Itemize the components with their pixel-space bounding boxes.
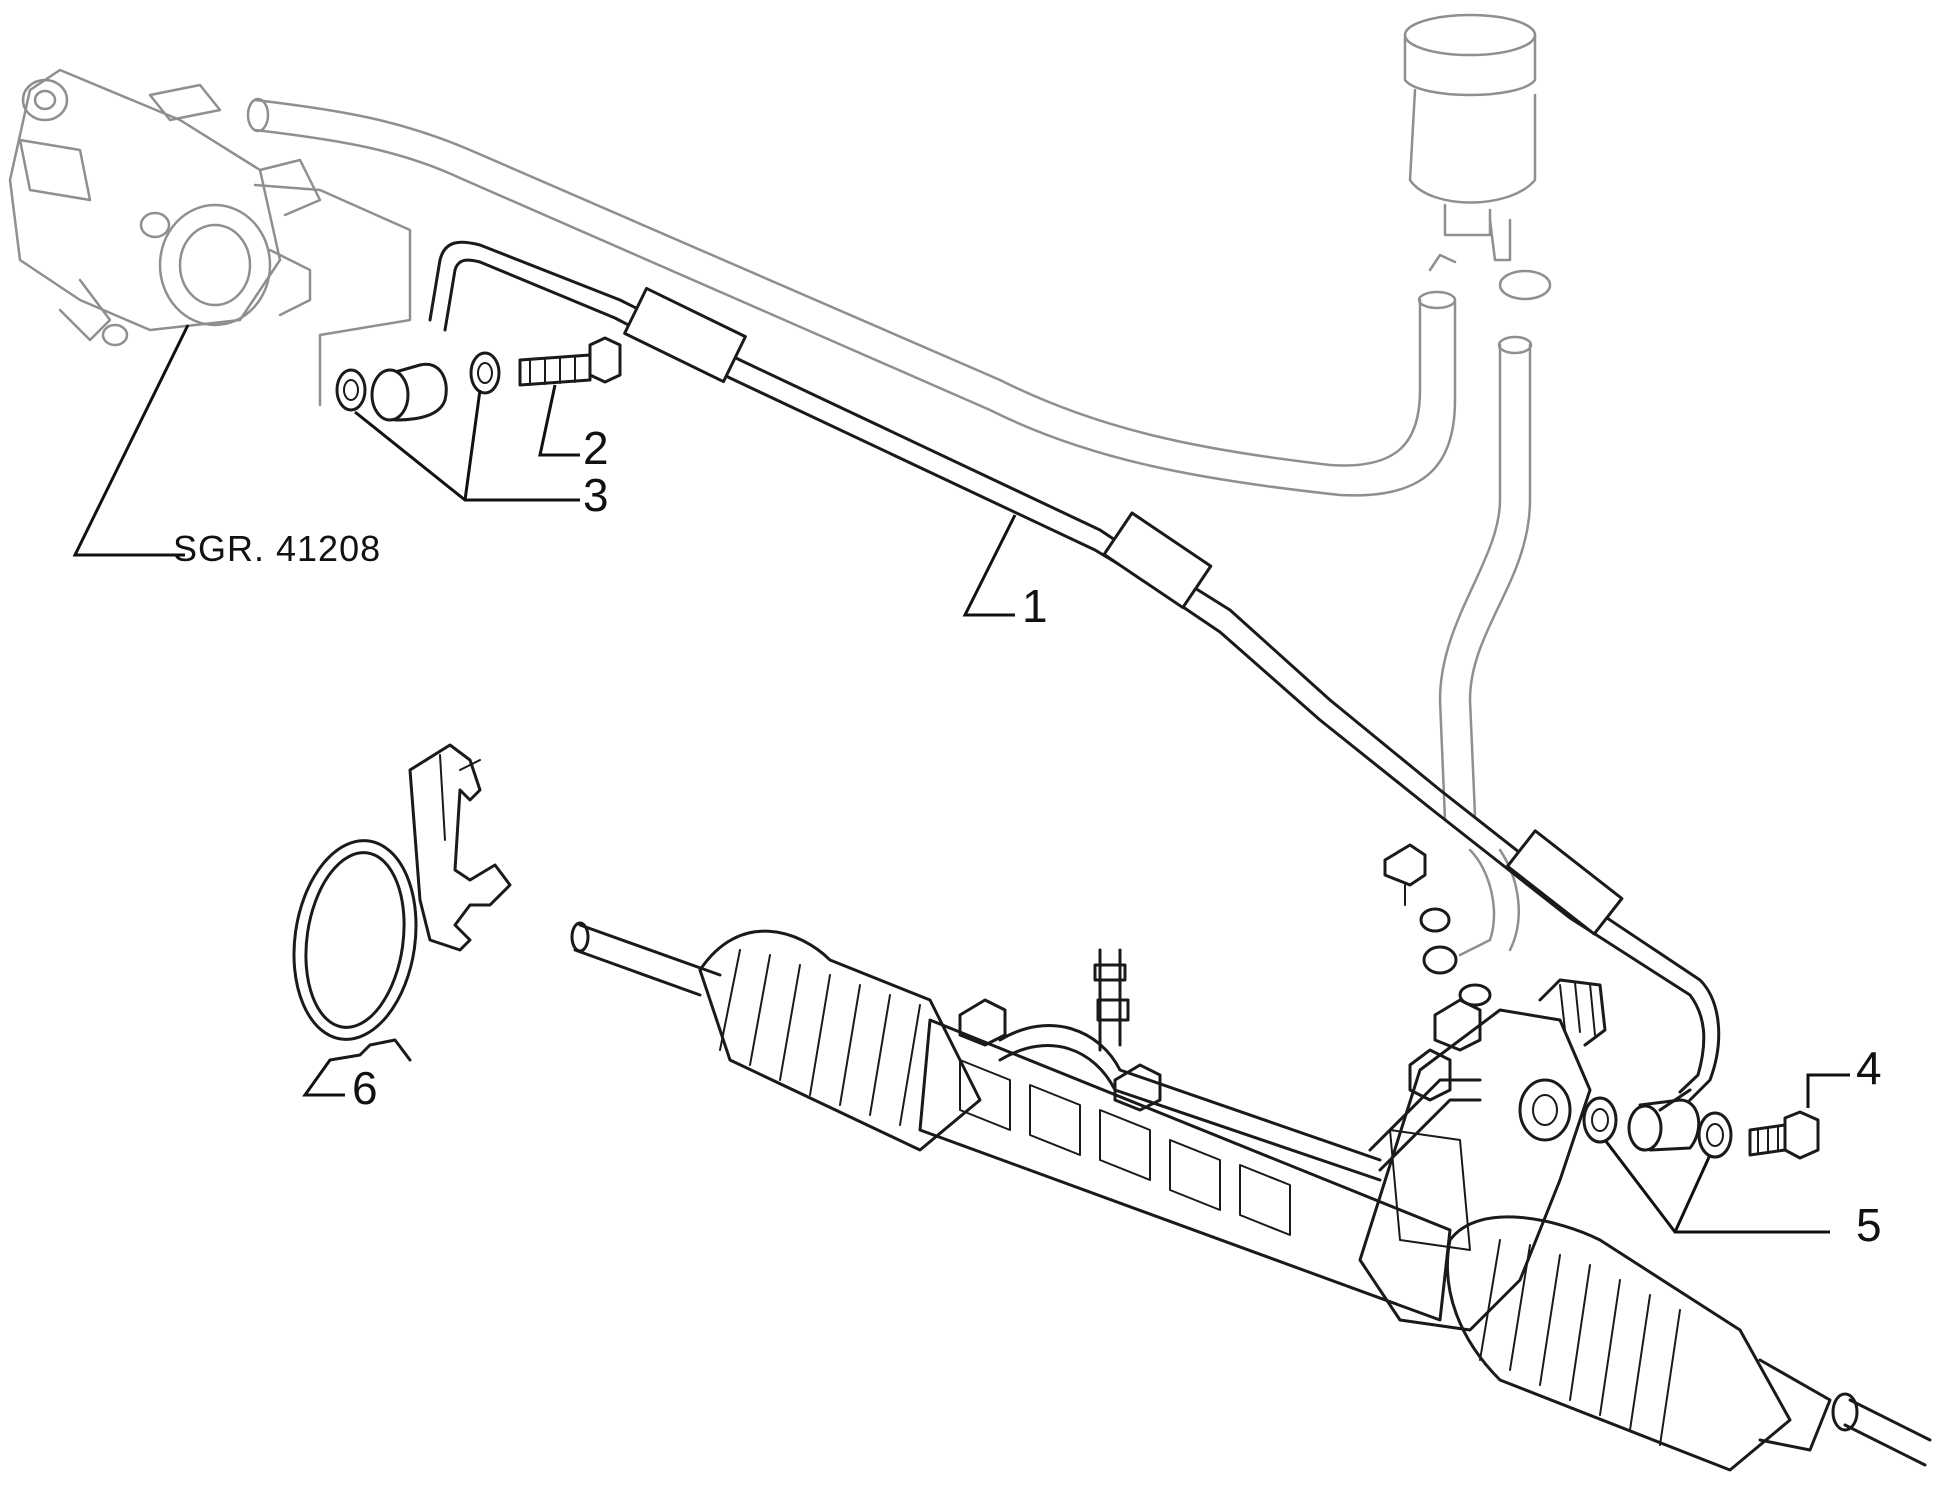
leader-1 [962,514,1017,617]
callout-6: 6 [352,1062,378,1114]
leader-6 [302,1059,345,1097]
leader-5 [1603,1139,1830,1234]
leader-sgr [72,324,190,557]
leader-lines [72,324,1850,1234]
leader-3 [354,389,580,502]
pump-banjo-fitting [253,183,622,422]
leader-4 [1806,1073,1850,1108]
supply-hose [1438,335,1533,957]
fluid-reservoir [1403,13,1552,301]
pressure-line [428,240,1721,1112]
leader-2 [538,384,580,457]
rack-banjo-fitting [1582,1096,1820,1160]
return-hose [246,97,1457,497]
reference-sgr-label: SGR. 41208 [173,528,382,569]
callout-5: 5 [1856,1199,1882,1251]
callout-1: 1 [1022,580,1048,632]
power-steering-pump [8,68,322,347]
steering-rack [570,843,1932,1472]
callout-2: 2 [583,422,609,474]
callout-3: 3 [583,469,609,521]
callout-4: 4 [1856,1042,1882,1094]
hose-clamp [292,743,512,1062]
